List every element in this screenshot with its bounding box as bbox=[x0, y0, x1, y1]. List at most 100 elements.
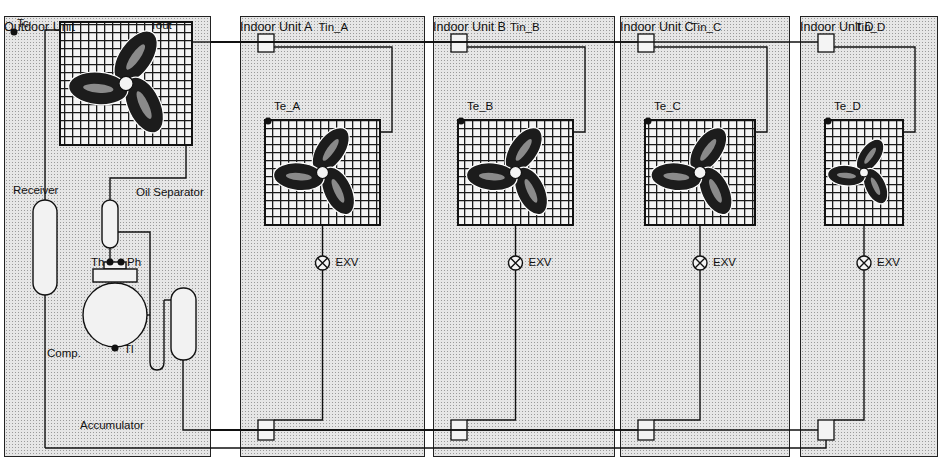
pipe-line bbox=[211, 429, 800, 430]
blade-highlight bbox=[320, 137, 341, 162]
part-label: Tin_A bbox=[319, 21, 349, 34]
fan-hub bbox=[860, 168, 869, 177]
valve-cross bbox=[695, 258, 705, 268]
indoor-liquid-pipe bbox=[467, 47, 585, 132]
blade-highlight bbox=[123, 42, 147, 72]
indoor-liquid-pipe bbox=[654, 47, 767, 132]
return-line bbox=[45, 440, 826, 448]
valve-cross bbox=[511, 258, 521, 268]
expansion-valve bbox=[693, 256, 707, 270]
fan-hub bbox=[316, 166, 328, 178]
expansion-valve bbox=[509, 256, 523, 270]
indoor-unit-box: Indoor Unit D bbox=[800, 16, 938, 457]
outdoor-piping bbox=[33, 30, 826, 448]
blade-highlight bbox=[663, 172, 689, 182]
part-label: Oil Separator bbox=[136, 186, 204, 199]
indoor-unit-box: Indoor Unit C bbox=[620, 16, 790, 457]
fan-grille bbox=[60, 22, 192, 145]
part-label: Tl bbox=[124, 343, 134, 356]
indoor-unit-box: Indoor Unit B bbox=[433, 16, 615, 457]
fan-grilles bbox=[60, 22, 903, 225]
fan-hub bbox=[509, 166, 521, 178]
part-label: EXV bbox=[336, 256, 359, 269]
blade-highlight bbox=[329, 178, 347, 205]
oil-return-pipe bbox=[118, 232, 150, 292]
fan-blade bbox=[315, 162, 362, 220]
part-label: Te_B bbox=[467, 100, 493, 113]
fan-blade bbox=[692, 162, 739, 220]
blade-highlight bbox=[862, 146, 878, 165]
part-label: EXV bbox=[713, 256, 736, 269]
part-label: Te_D bbox=[834, 100, 861, 113]
sensor-dot bbox=[112, 345, 119, 352]
fan-blade bbox=[858, 165, 893, 208]
accumulator-vessel bbox=[171, 288, 196, 360]
part-label: Te_A bbox=[274, 100, 300, 113]
unit-heading: Indoor Unit A bbox=[240, 20, 312, 34]
blade-highlight bbox=[707, 178, 725, 205]
sensor-dot bbox=[645, 118, 652, 125]
pipe-stub bbox=[240, 42, 258, 430]
fan-hub bbox=[694, 166, 706, 178]
fan-hub bbox=[119, 76, 133, 90]
refrigerant-pipe bbox=[211, 430, 800, 431]
condenser-pipe bbox=[45, 30, 60, 200]
part-label: Tin_D bbox=[855, 21, 885, 34]
indoor-unit-box: Indoor Unit A bbox=[240, 16, 425, 457]
fan-blade bbox=[508, 162, 555, 220]
part-label: Te_C bbox=[654, 100, 681, 113]
pipe-stub bbox=[800, 42, 818, 430]
indoor-piping bbox=[240, 34, 915, 440]
valve-cross bbox=[318, 258, 328, 268]
blade-highlight bbox=[513, 137, 534, 162]
part-label: Receiver bbox=[13, 184, 58, 197]
receiver-pipe bbox=[44, 295, 45, 448]
sensor-dot bbox=[107, 259, 114, 266]
valve-cross bbox=[859, 258, 869, 268]
unit-heading: Outdoor Unit bbox=[4, 20, 75, 34]
blade-highlight bbox=[698, 137, 719, 162]
compressor-suction bbox=[147, 314, 150, 315]
fan-grille bbox=[825, 120, 903, 225]
oil-separator-vessel bbox=[102, 200, 118, 248]
part-label: Tc bbox=[17, 17, 29, 30]
pipe-connector bbox=[638, 34, 654, 52]
sensor-dot bbox=[825, 118, 832, 125]
pipe-connector bbox=[451, 34, 467, 52]
liquid-pipe bbox=[192, 41, 211, 42]
compressor-body bbox=[83, 283, 147, 347]
accumulator-inlet bbox=[164, 299, 171, 300]
pipe-connector bbox=[818, 420, 834, 440]
blade-highlight bbox=[286, 172, 312, 182]
part-label: Tout bbox=[150, 19, 172, 32]
indoor-gas-pipe bbox=[274, 225, 323, 420]
blade-highlight bbox=[479, 172, 505, 182]
expansion-valve bbox=[316, 256, 330, 270]
part-label: EXV bbox=[529, 256, 552, 269]
fan-grille bbox=[645, 120, 755, 225]
blade-highlight bbox=[522, 178, 540, 205]
part-label: Accumulator bbox=[80, 419, 144, 432]
u-tube bbox=[150, 292, 164, 370]
part-label: Th bbox=[91, 256, 104, 269]
part-label: EXV bbox=[877, 256, 900, 269]
indoor-gas-pipe bbox=[654, 225, 700, 420]
part-label: Comp. bbox=[47, 347, 81, 360]
fan-grille bbox=[265, 120, 380, 225]
fan-blade bbox=[67, 70, 129, 108]
receiver-vessel bbox=[33, 200, 57, 295]
fan-grille bbox=[458, 120, 573, 225]
indoor-gas-pipe bbox=[834, 225, 864, 420]
blade-highlight bbox=[837, 172, 857, 179]
indoor-liquid-pipe bbox=[274, 47, 392, 132]
unit-heading: Indoor Unit C bbox=[620, 20, 694, 34]
indoor-liquid-pipe bbox=[834, 47, 915, 132]
part-label: Tin_C bbox=[691, 21, 721, 34]
blade-highlight bbox=[83, 83, 114, 94]
sensor-dot bbox=[458, 118, 465, 125]
pipe-stub bbox=[433, 42, 451, 430]
part-label: Tin_B bbox=[510, 21, 540, 34]
pipe-line bbox=[211, 41, 800, 42]
